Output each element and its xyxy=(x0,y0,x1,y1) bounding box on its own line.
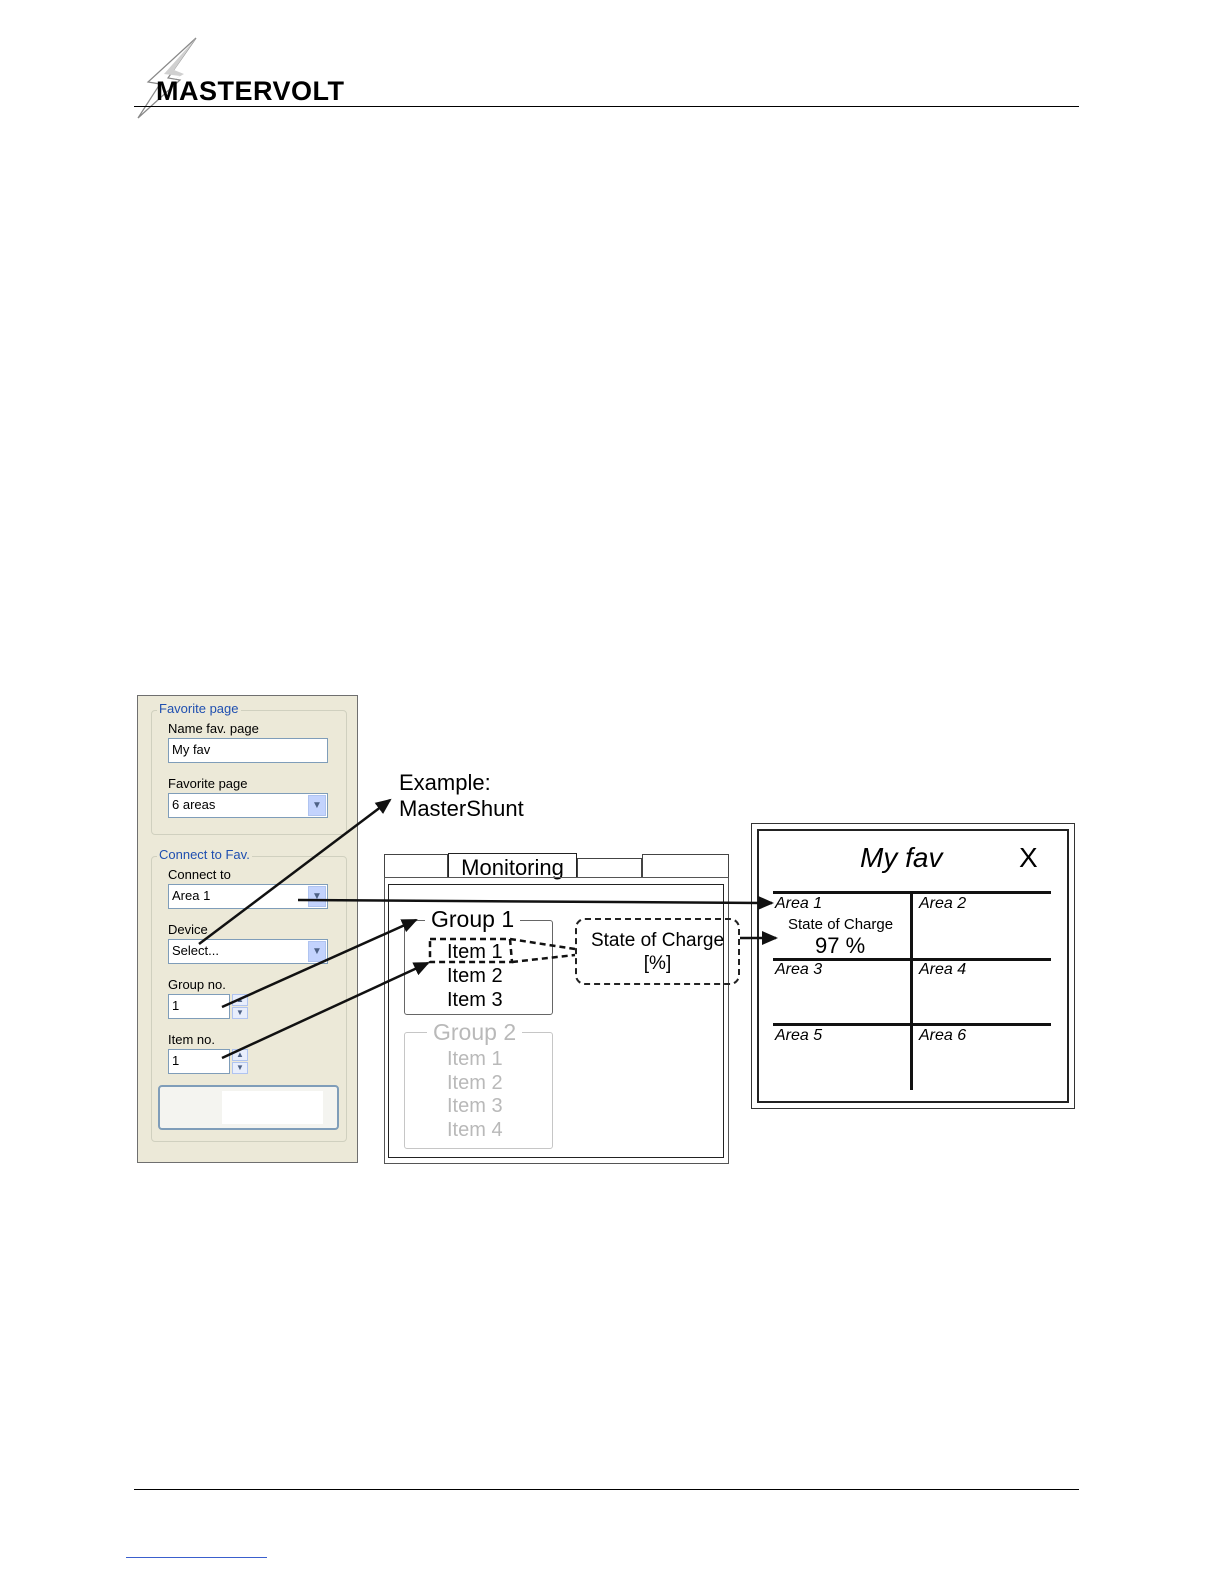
group-1-item-1[interactable]: Item 1 xyxy=(447,941,503,963)
apply-button[interactable] xyxy=(158,1085,339,1130)
item-1-highlight xyxy=(428,937,514,964)
area-6-label: Area 6 xyxy=(919,1027,967,1044)
spin-down-icon[interactable]: ▼ xyxy=(232,1062,248,1074)
area-3-label: Area 3 xyxy=(775,961,823,978)
apply-button-face xyxy=(222,1091,323,1124)
area-2-label: Area 2 xyxy=(919,895,967,912)
favorite-page-groupbox xyxy=(151,710,347,835)
footer-link-underline[interactable] xyxy=(126,1557,267,1558)
connect-to-label: Connect to xyxy=(168,867,231,882)
favorite-display xyxy=(757,829,1069,1103)
group-2-item-2[interactable]: Item 2 xyxy=(447,1072,503,1094)
tab-blank-3[interactable] xyxy=(642,854,729,878)
group-2-title: Group 2 xyxy=(427,1019,523,1045)
header-rule xyxy=(134,106,1079,107)
favorite-title: My fav xyxy=(860,842,943,873)
area-1-label: Area 1 xyxy=(775,895,823,912)
favorite-page-select[interactable]: 6 areas ▼ xyxy=(168,793,328,818)
arrow-item xyxy=(221,961,430,1060)
item-no-input[interactable]: 1 xyxy=(168,1049,230,1074)
device-select[interactable]: Select... ▼ xyxy=(168,939,328,964)
arrow-device-example xyxy=(198,798,392,945)
group-2-item-3[interactable]: Item 3 xyxy=(447,1095,503,1117)
group-no-input[interactable]: 1 xyxy=(168,994,230,1019)
area-4-label: Area 4 xyxy=(919,961,967,978)
brand-name: MASTERVOLT xyxy=(156,76,345,106)
example-label: Example: MasterShunt xyxy=(399,770,524,822)
connect-to-select[interactable]: Area 1 ▼ xyxy=(168,884,328,909)
group-2-item-1[interactable]: Item 1 xyxy=(447,1048,503,1070)
callout-line-2: [%] xyxy=(643,953,672,974)
spin-down-icon[interactable]: ▼ xyxy=(232,1007,248,1019)
connect-to-value: Area 1 xyxy=(172,888,211,903)
settings-panel: Favorite page Name fav. page My fav Favo… xyxy=(137,695,358,1163)
area-5-label: Area 5 xyxy=(775,1027,823,1044)
tab-blank-1[interactable] xyxy=(384,854,448,878)
area-1-value: 97 % xyxy=(815,933,866,958)
device-value: Select... xyxy=(172,943,219,958)
grid-rule-top xyxy=(773,891,1051,894)
chevron-down-icon[interactable]: ▼ xyxy=(308,886,326,907)
item-no-label: Item no. xyxy=(168,1032,215,1047)
arrow-group xyxy=(221,918,418,1009)
monitoring-window xyxy=(384,877,729,1164)
footer-rule xyxy=(134,1489,1079,1490)
chevron-down-icon[interactable]: ▼ xyxy=(308,941,326,962)
grid-rule-vertical xyxy=(910,893,913,1090)
arrow-connect-area xyxy=(297,895,774,910)
group-1-title: Group 1 xyxy=(425,906,521,932)
group-1-item-2[interactable]: Item 2 xyxy=(447,965,503,987)
favorite-display-frame xyxy=(751,823,1075,1109)
name-fav-page-input[interactable]: My fav xyxy=(168,738,328,763)
callout-line-1: State of Charge xyxy=(590,930,725,951)
state-of-charge-callout: State of Charge [%] xyxy=(575,918,740,985)
favorite-page-label: Favorite page xyxy=(168,776,248,791)
name-fav-page-label: Name fav. page xyxy=(168,721,259,736)
group-no-label: Group no. xyxy=(168,977,226,992)
tab-monitoring[interactable]: Monitoring xyxy=(448,853,577,880)
favorite-page-value: 6 areas xyxy=(172,797,216,812)
group-1-item-3[interactable]: Item 3 xyxy=(447,989,503,1011)
tab-monitoring-label: Monitoring xyxy=(461,855,564,880)
connect-group-title: Connect to Fav. xyxy=(157,847,252,862)
chevron-down-icon[interactable]: ▼ xyxy=(308,795,326,816)
area-1-caption: State of Charge xyxy=(788,916,894,933)
monitoring-content xyxy=(388,884,724,1158)
device-label: Device xyxy=(168,922,208,937)
logo xyxy=(134,36,394,120)
favorite-page-group-title: Favorite page xyxy=(157,701,241,716)
example-line-1: Example: xyxy=(399,770,491,795)
tab-blank-2[interactable] xyxy=(577,858,642,878)
item-1-connector xyxy=(509,937,576,964)
close-icon[interactable]: X xyxy=(1019,842,1038,873)
example-line-2: MasterShunt xyxy=(399,796,524,821)
group-2-item-4[interactable]: Item 4 xyxy=(447,1119,503,1141)
lightning-bolt-icon xyxy=(137,37,197,119)
